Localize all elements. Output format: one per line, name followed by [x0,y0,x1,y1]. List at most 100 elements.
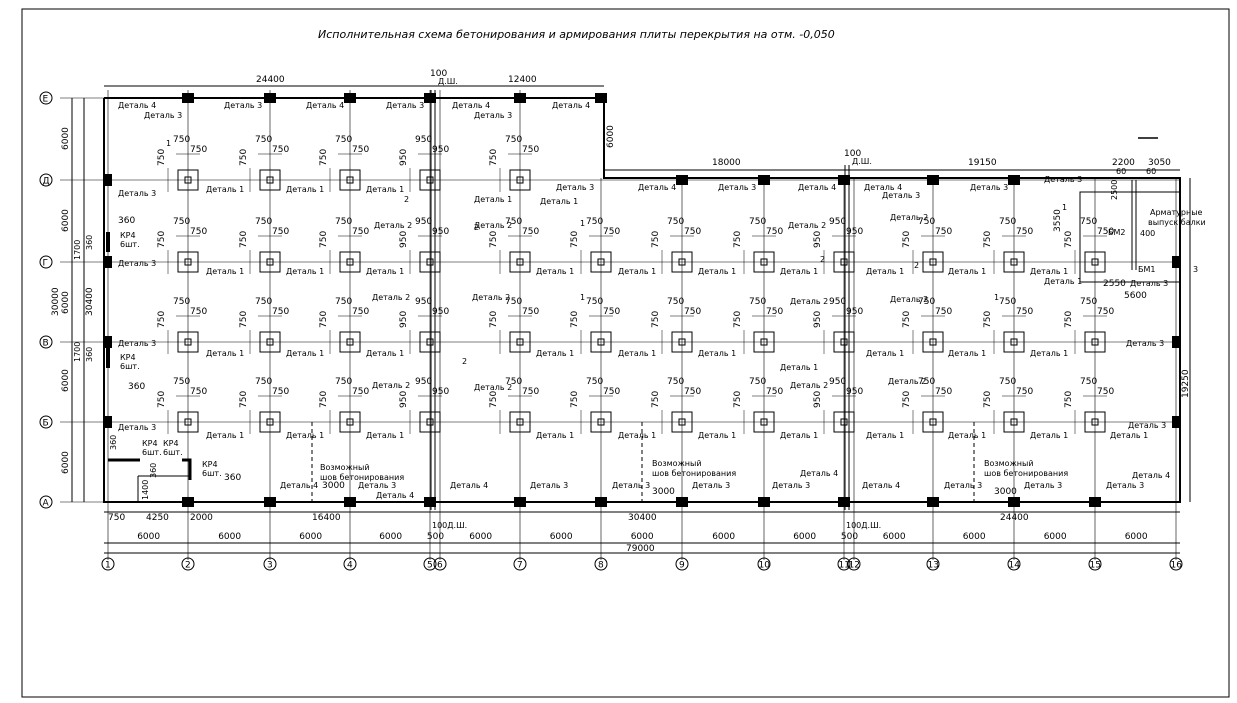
dim-12400: 12400 [508,75,537,85]
capital-dim-top: 950 [415,377,432,387]
detail-label: Деталь 3 [144,111,182,120]
detail-label: Деталь 1 [366,267,404,276]
capital-dim-top: 750 [255,135,272,145]
axis-label-А: А [43,499,50,509]
capital-dim-right: 750 [272,387,289,397]
capital-dim-right: 750 [603,227,620,237]
column [426,418,434,426]
seam-note-3-dim: 3000 [994,487,1017,497]
capital-dim-top: 750 [999,377,1016,387]
capital-dim-left: 750 [651,391,661,408]
column [266,418,274,426]
dim-5600: 5600 [1124,291,1147,301]
dim-left-6000-a: 6000 [61,127,71,150]
detail-label: Деталь 3 [718,183,756,192]
column-capital [590,331,612,353]
capital-dim-left: 750 [570,311,580,328]
column [929,338,937,346]
detail-label: Деталь 1 [286,431,324,440]
capital-dim-left: 950 [399,311,409,328]
column-capital [419,169,441,191]
perimeter-column [838,497,850,507]
axis-label-2: 2 [185,561,191,571]
detail-label: Деталь 3 [1128,421,1166,430]
capital-dim-top: 750 [1080,297,1097,307]
detail-label: Деталь 2 [890,295,928,304]
dim-left-360-a: 360 [85,235,94,250]
rebar-note-line1: Арматурные [1150,208,1203,217]
detail-label: Деталь 1 [1110,431,1148,440]
capital-dim-right: 750 [352,307,369,317]
kr4-label-2: КР4 [120,353,136,362]
capital-dim-left: 750 [733,391,743,408]
perimeter-column [927,497,939,507]
column [840,338,848,346]
detail-label: Деталь 3 [772,481,810,490]
column-capital [339,331,361,353]
dim-axis-spacing-6: 6000 [469,532,492,542]
column-capital [1084,251,1106,273]
capital-dim-right: 750 [935,227,952,237]
detail-label: Деталь 1 [366,349,404,358]
detail-label: Деталь 3 [118,189,156,198]
capital-dim-top: 750 [667,377,684,387]
capital-dim-right: 750 [766,307,783,317]
detail-marker: 1 [166,139,171,148]
kr4-dim-360-v2: 360 [149,463,158,478]
axis-bubble-2 [181,557,195,571]
capital-dim-left: 750 [489,231,499,248]
detail-label: Деталь 2 [372,381,410,390]
column [426,258,434,266]
capital-dim-right: 750 [1016,307,1033,317]
column [840,418,848,426]
column-capital [509,411,531,433]
dim-left-1700-a: 1700 [73,240,82,260]
dim-bottom-750: 750 [108,513,125,523]
perimeter-column [104,416,112,428]
perimeter-column [595,93,607,103]
capital-dim-top: 750 [173,377,190,387]
dim-axis-spacing-9: 6000 [712,532,735,542]
dim-axis-spacing-13: 6000 [963,532,986,542]
capital-dim-left: 750 [319,149,329,166]
detail-label: Деталь 3 [692,481,730,490]
axis-label-6: 6 [437,561,443,571]
dim-left-360-b: 360 [85,347,94,362]
construction-seam-notes: Возможный шов бетонирования 3000 Возможн… [311,422,1068,502]
perimeter-column [104,256,112,268]
beam-notes: Арматурные выпуск балки БМ1 БМ2 2550 560… [1053,137,1206,301]
kr4-dim-2: 360 [128,382,145,392]
dim-dsh-b: Д.Ш. [852,157,872,166]
axis-label-Е: Е [43,95,49,105]
axis-bubble-Е [39,91,53,105]
column-marks [104,93,1180,507]
capital-dim-top: 750 [505,297,522,307]
dim-3550: 3550 [1053,209,1063,232]
column-capital [177,411,199,433]
column-capital [833,251,855,273]
dim-24400: 24400 [256,75,285,85]
kr4-label-1: КР4 [120,231,136,240]
detail-marker: 1 [580,219,585,228]
capital-dim-left: 950 [813,391,823,408]
kr4-mark-1 [106,232,110,252]
detail-label: Деталь 2 [788,221,826,230]
column [678,258,686,266]
detail-label: Деталь 2 [472,293,510,302]
perimeter-column [344,93,356,103]
detail-label: Деталь 1 [366,431,404,440]
detail-label: Деталь 1 [866,349,904,358]
dim-6000-right: 6000 [606,125,616,148]
capital-dim-right: 750 [684,387,701,397]
capital-dim-right: 750 [522,227,539,237]
column-capital [259,251,281,273]
axis-bubble-4 [343,557,357,571]
capital-dim-right: 750 [1016,227,1033,237]
detail-marker: 2 [914,261,919,270]
perimeter-column [424,497,436,507]
dim-axis-spacing-15: 6000 [1125,532,1148,542]
capital-dim-top: 750 [173,297,190,307]
capital-dim-right: 950 [846,227,863,237]
capital-dim-top: 950 [415,217,432,227]
column [760,258,768,266]
